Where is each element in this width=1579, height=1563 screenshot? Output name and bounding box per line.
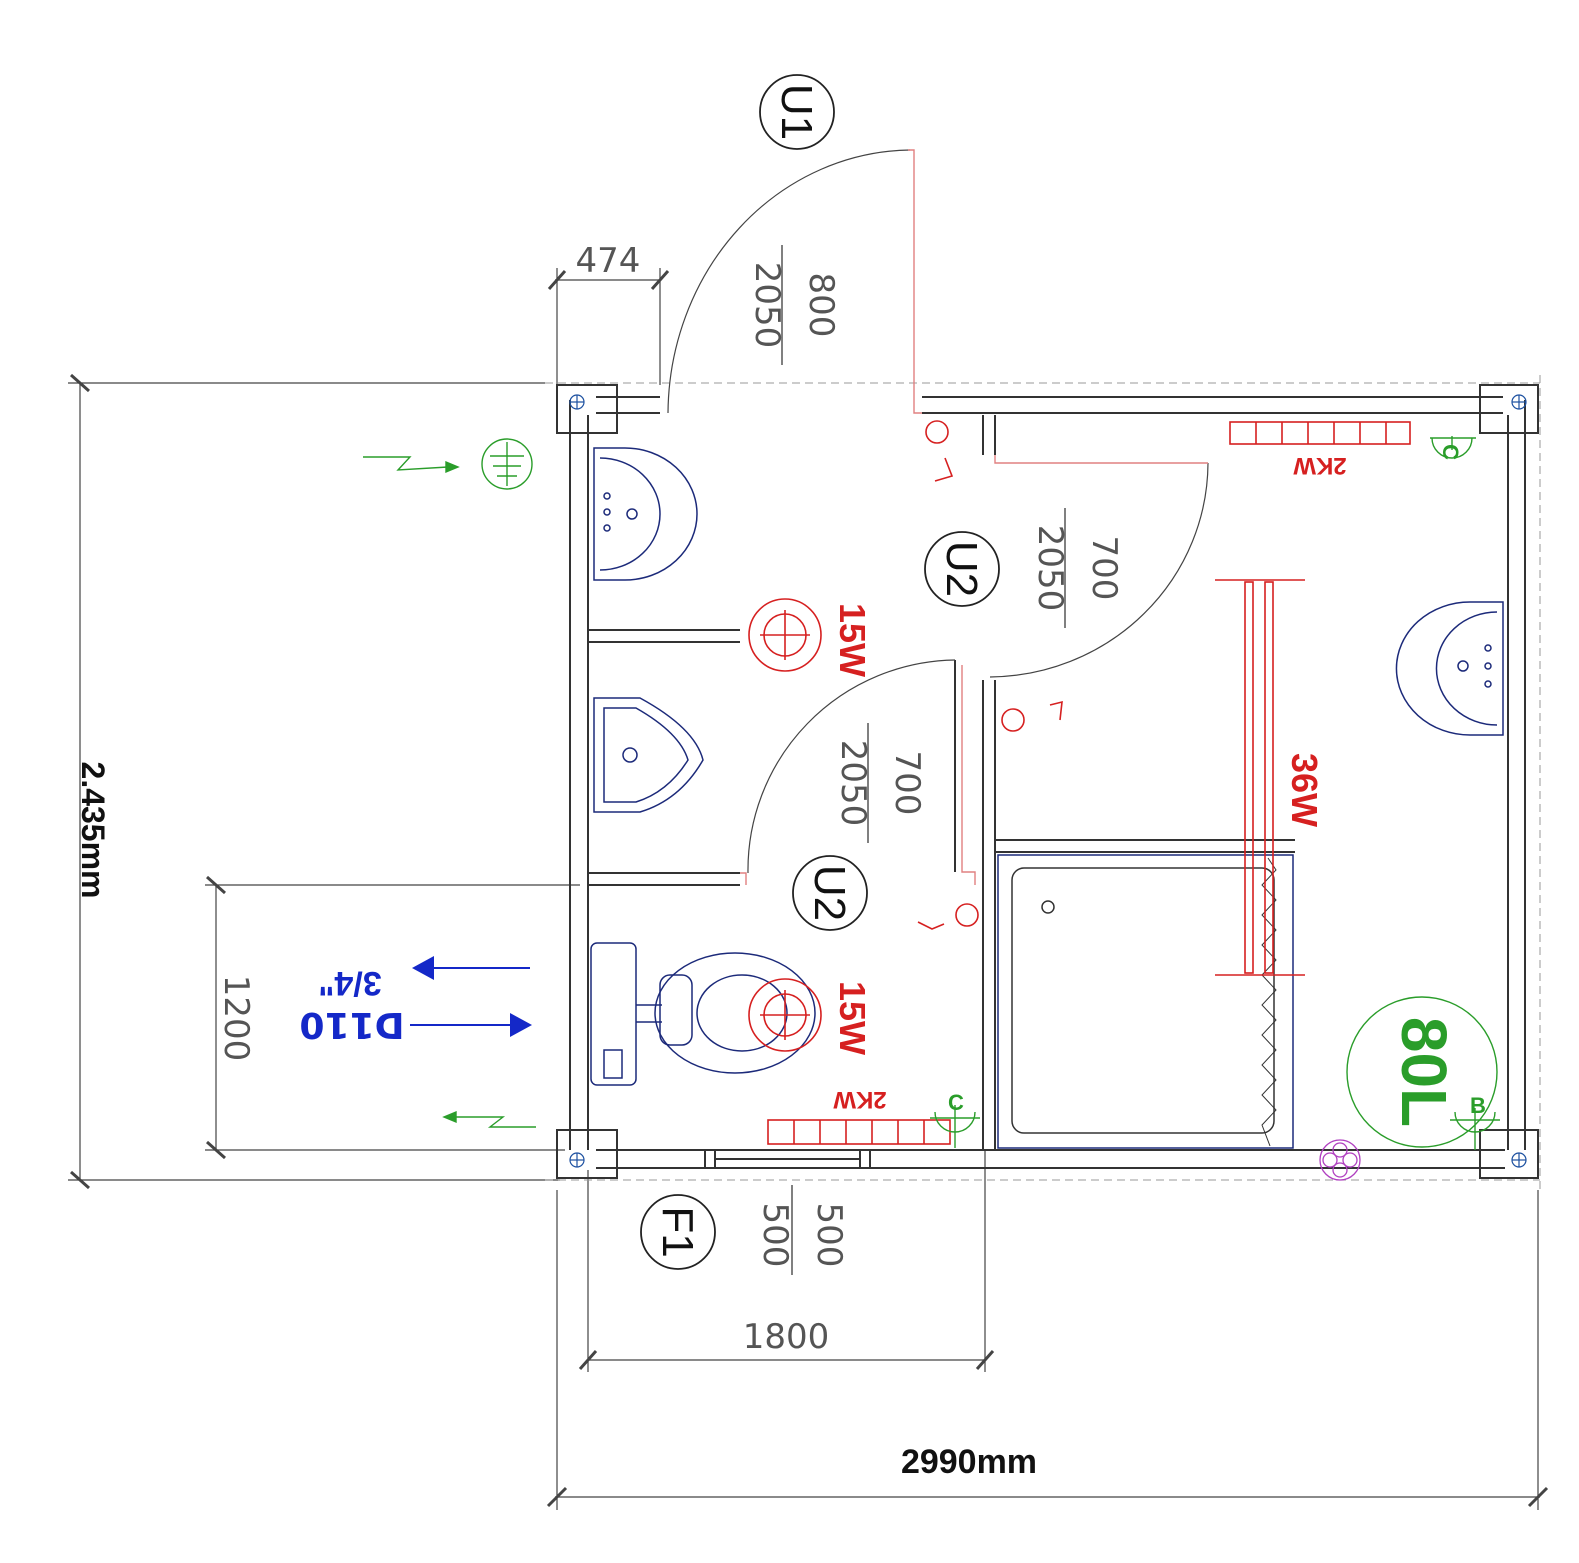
f1-height: 500 [755, 1203, 795, 1268]
socket-c-right-icon [1430, 436, 1476, 459]
tag-u2-left: U2 [805, 865, 854, 921]
fluorescent-wattage: 36W [1284, 753, 1325, 827]
urinal [593, 697, 704, 813]
toilet [590, 942, 816, 1086]
dimension-474: 474 [576, 241, 641, 281]
heater-left-icon [767, 1119, 951, 1145]
u1-height: 2050 [747, 262, 787, 349]
boiler-capacity: 80L [1388, 1017, 1460, 1127]
heater-right-power: 2KW [1293, 452, 1347, 479]
drain-label: D110 [299, 1004, 404, 1045]
drain-outlet-arrow-icon [410, 1013, 532, 1037]
heater-left-power: 2KW [833, 1086, 887, 1113]
door-u2-left-swing [740, 659, 976, 885]
tag-f1: F1 [653, 1206, 702, 1257]
column-markers [569, 394, 1527, 1168]
heater-right-icon [1229, 421, 1411, 445]
walls [556, 384, 1539, 1179]
socket-b-label: B [1470, 1093, 1486, 1118]
tag-u2-right: U2 [937, 541, 986, 597]
tag-circles [640, 74, 1000, 1270]
fraction-bars [781, 245, 1066, 1275]
dimension-total-depth: 2.435mm [75, 762, 111, 899]
socket-c-left-icon [930, 1105, 980, 1148]
dimension-total-width: 2990mm [901, 1443, 1037, 1481]
u1-width: 800 [801, 273, 841, 338]
socket-c-left-label: C [948, 1090, 964, 1115]
ventilation-fan-icon [1319, 1139, 1361, 1181]
water-inlet-arrow-icon [412, 956, 530, 980]
boiler-icon [1346, 996, 1500, 1150]
f1-width: 500 [809, 1203, 849, 1268]
u2-left-height: 2050 [833, 740, 873, 827]
wash-basin-left [593, 447, 698, 581]
door-u2-right-swing [989, 455, 1209, 678]
outer-envelope [545, 375, 1541, 1190]
shower-tray [997, 854, 1294, 1149]
dimension-lines [68, 268, 1549, 1510]
water-inlet-label: 3/4" [318, 964, 381, 1002]
light-lower-wattage: 15W [832, 981, 873, 1055]
light-upper-wattage: 15W [832, 603, 873, 677]
u2-left-width: 700 [887, 751, 927, 816]
socket-c-right-label: C [1438, 444, 1463, 460]
u2-right-height: 2050 [1030, 525, 1070, 612]
door-u1-swing [667, 149, 922, 414]
wash-basin-right [1395, 601, 1504, 736]
grounding-icon [481, 438, 533, 490]
light-switch [917, 420, 1063, 930]
tag-u1: U1 [772, 84, 821, 140]
ceiling-light-upper-icon [748, 598, 822, 672]
dimension-1800: 1800 [743, 1317, 830, 1357]
ceiling-light-lower-icon [748, 978, 822, 1052]
fluorescent-light-36w [1215, 579, 1305, 976]
dimension-1200: 1200 [216, 975, 256, 1062]
u2-right-width: 700 [1084, 536, 1124, 601]
power-feed-arrow-icon [363, 456, 536, 1128]
